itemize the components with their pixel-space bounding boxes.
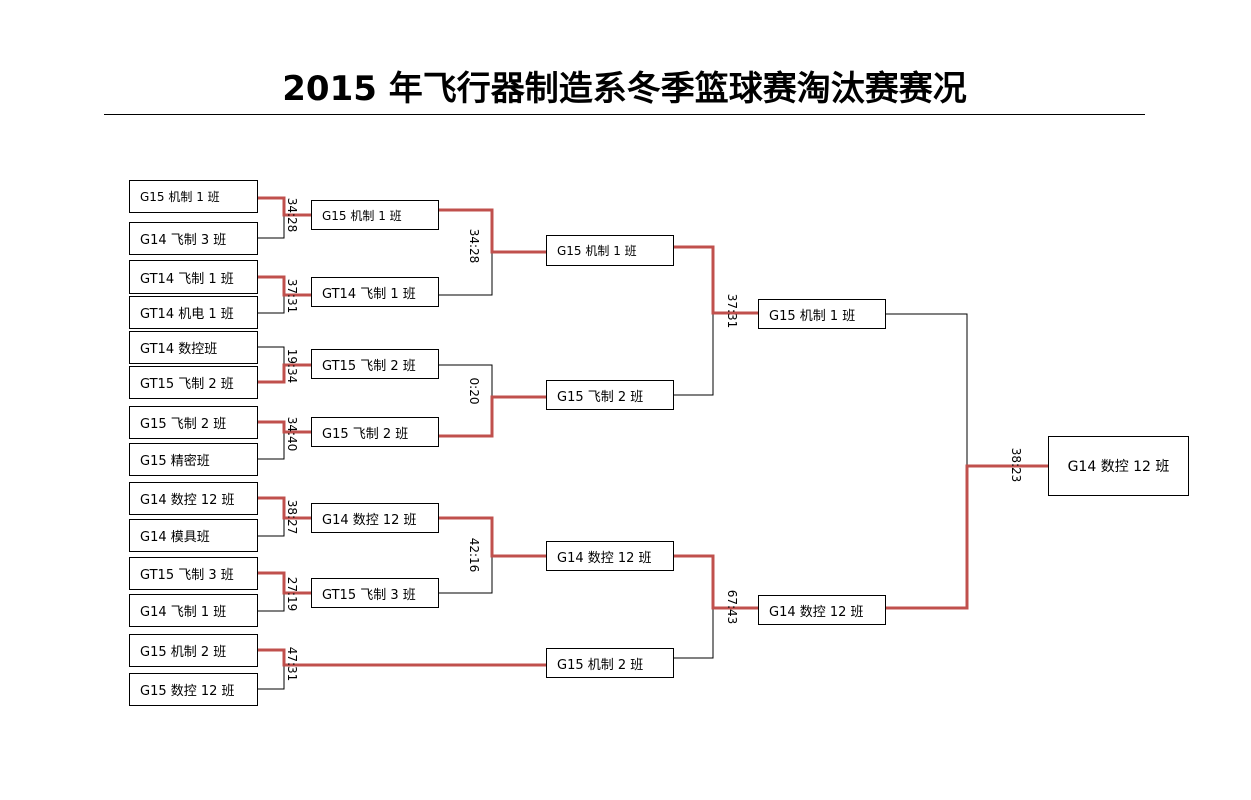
- r1-winner-line-6: [256, 571, 313, 595]
- r2-team-3: GT15 飞制 2 班: [311, 349, 439, 379]
- r1-m1-bottom-team: G14 飞制 3 班: [129, 222, 258, 255]
- r1-winner-line-2: [256, 275, 313, 297]
- r1-m7-top-team: G15 机制 2 班: [129, 634, 258, 667]
- title-underline: [104, 114, 1145, 115]
- semi-team-1: G15 机制 1 班: [758, 299, 886, 329]
- final-loser-line: [885, 313, 968, 467]
- r1-loser-line-4: [257, 431, 285, 460]
- r3-winner-line-1: [672, 245, 760, 315]
- r1-winner-line-3: [256, 363, 313, 384]
- r2-team-6: GT15 飞制 3 班: [311, 578, 439, 608]
- r3-team-3: G14 数控 12 班: [546, 541, 674, 571]
- r3-loser-line-2: [673, 607, 714, 659]
- r1-m5-top-team: G14 数控 12 班: [129, 482, 258, 515]
- r1-m7-bottom-team: G15 数控 12 班: [129, 673, 258, 706]
- r3-team-1: G15 机制 1 班: [546, 235, 674, 266]
- r1-m3-bottom-team: GT15 飞制 2 班: [129, 366, 258, 399]
- r2-loser-line-2: [438, 364, 493, 398]
- r1-loser-line-1: [257, 214, 285, 239]
- r1-loser-line-6: [257, 592, 285, 612]
- r1-m7-score: 47:31: [285, 646, 299, 682]
- r1-m4-bottom-team: G15 精密班: [129, 443, 258, 476]
- r3-team-4: G15 机制 2 班: [546, 648, 674, 678]
- r1-m5-bottom-team: G14 模具班: [129, 519, 258, 552]
- final-score: 38:23: [1009, 447, 1023, 483]
- r2-loser-line-1: [438, 251, 493, 296]
- r1-m6-score: 27:19: [285, 576, 299, 612]
- page-title: 2015 年飞行器制造系冬季篮球赛淘汰赛赛况: [282, 69, 967, 109]
- r1-m4-score: 34:40: [285, 416, 299, 452]
- r2-team-4: G15 飞制 2 班: [311, 417, 439, 447]
- r3-m2-score: 67:43: [725, 589, 739, 625]
- r3-m1-score: 37:31: [725, 293, 739, 329]
- r3-winner-line-2: [672, 554, 760, 610]
- r1-m3-top-team: GT14 数控班: [129, 331, 258, 364]
- r1-m5-score: 38:27: [285, 499, 299, 535]
- r2-team-1: G15 机制 1 班: [311, 200, 439, 230]
- champion-box: G14 数控 12 班: [1048, 436, 1189, 496]
- r3-team-2: G15 飞制 2 班: [546, 380, 674, 410]
- r1-winner-line-5: [256, 496, 313, 520]
- r1-m2-top-team: GT14 飞制 1 班: [129, 260, 258, 294]
- r1-m4-top-team: G15 飞制 2 班: [129, 406, 258, 439]
- final-winner-line: [884, 464, 1050, 610]
- r1-m3-score: 19:34: [285, 348, 299, 384]
- r1-loser-line-7: [257, 664, 285, 690]
- r1-winner-line-7: [256, 648, 548, 667]
- r1-m1-top-team: G15 机制 1 班: [129, 180, 258, 213]
- r1-winner-line-4: [256, 420, 313, 434]
- r1-winner-line-1: [256, 196, 313, 217]
- semi-team-2: G14 数控 12 班: [758, 595, 886, 625]
- r2-team-2: GT14 飞制 1 班: [311, 277, 439, 307]
- r1-m6-top-team: GT15 飞制 3 班: [129, 557, 258, 590]
- r2-winner-line-1: [437, 208, 548, 254]
- r2-winner-line-3: [437, 516, 548, 558]
- r2-m2-score: 0:20: [467, 377, 481, 405]
- r1-m2-score: 37:31: [285, 278, 299, 314]
- r1-loser-line-5: [257, 517, 285, 537]
- r3-loser-line-1: [673, 312, 714, 396]
- r1-loser-line-3: [257, 346, 285, 366]
- r2-loser-line-3: [438, 555, 493, 594]
- r2-winner-line-2: [437, 395, 548, 438]
- r1-m1-score: 34:28: [285, 197, 299, 233]
- r1-m6-bottom-team: G14 飞制 1 班: [129, 594, 258, 627]
- r2-team-5: G14 数控 12 班: [311, 503, 439, 533]
- r1-m2-bottom-team: GT14 机电 1 班: [129, 296, 258, 329]
- r2-m1-score: 34:28: [467, 228, 481, 264]
- r1-loser-line-2: [257, 294, 285, 314]
- r2-m3-score: 42:16: [467, 537, 481, 573]
